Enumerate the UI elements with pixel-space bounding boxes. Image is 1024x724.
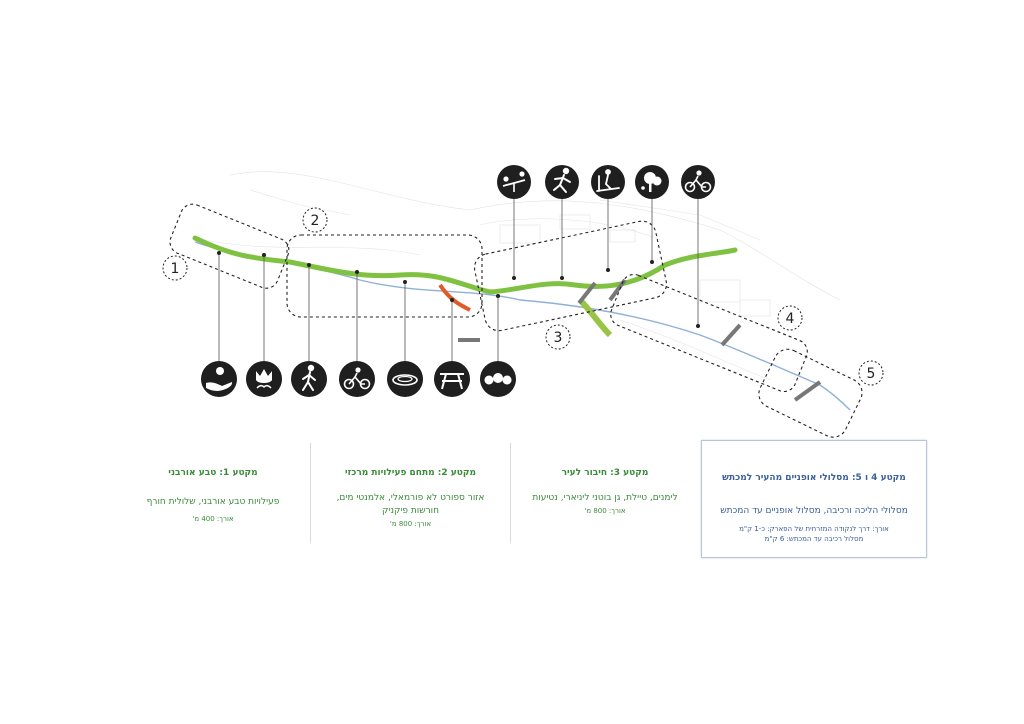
green-park-patch: [577, 297, 613, 338]
segment-1-boundary: [169, 203, 290, 289]
playground-icon: [497, 165, 531, 199]
segment-4-5-length-2: מסלול רכיבה עד המכתש: 6 ק"מ: [764, 535, 864, 543]
segment-2-panel: מקטע 2: מתחם פעילויות מרכזי אזור ספורט ל…: [311, 442, 510, 544]
segment-1-title: מקטע 1: טבע אורבני: [168, 468, 258, 478]
tree-icon: [635, 165, 669, 199]
segment-4-5-description: מסלולי הליכה ורכיבה, מסלול אופניים עד המ…: [720, 506, 908, 516]
segment-2-title: מקטע 2: מתחם פעילויות מרכזי: [344, 468, 477, 478]
segment-label-4-circle: [777, 305, 803, 331]
segment-3-length: אורך: 800 מ': [584, 507, 626, 515]
segment-label-2: 2: [311, 213, 320, 229]
park-plan-map: 1 2 3 4 5: [162, 165, 884, 438]
segment-1-panel: מקטע 1: טבע אורבני פעילויות טבע אורבני, …: [116, 442, 310, 544]
nature-hand-icon: [201, 361, 237, 397]
segment-5-boundary: [758, 348, 863, 438]
road-crossings: [458, 278, 822, 402]
segment-1-description: פעילויות טבע אורבני, שלולית חורף: [146, 497, 280, 507]
segment-label-1: 1: [171, 261, 180, 277]
segment-2-length: אורך: 800 מ': [389, 520, 432, 528]
running-icon: [545, 165, 579, 199]
panel-separator: [310, 443, 311, 543]
segment-2-description: אזור ספורט לא פורמאלי, אלמנטי מים, חורשו…: [336, 493, 485, 516]
panel-separator: [510, 443, 511, 543]
bicycle-icon: [339, 361, 375, 397]
bicycle-icon: [681, 165, 715, 199]
segment-4-5-length-1: אורך: דרך לנקודה המזרחית של הפארק: כ-1 ק…: [739, 525, 889, 533]
connector-dots: [217, 251, 700, 328]
water-icon: [387, 361, 423, 397]
segment-1-length: אורך: 400 מ': [192, 515, 234, 523]
segment-label-2-circle: [302, 207, 328, 233]
segment-4-5-panel: מקטע 4 ו 5: מסלולי אופניים מהעיר למכתש מ…: [701, 440, 927, 558]
segment-label-5-circle: [858, 360, 884, 386]
green-park-path: [192, 235, 738, 295]
segment-labels: 1 2 3 4 5: [162, 207, 884, 386]
segment-2-boundary: [286, 234, 483, 318]
treadmill-icon: [591, 165, 625, 199]
walking-icon: [291, 361, 327, 397]
segment-3-title: מקטע 3: חיבור לעיר: [561, 468, 649, 478]
segment-label-5: 5: [867, 366, 876, 382]
shrubs-icon: [480, 361, 516, 397]
segment-boundaries: [169, 203, 863, 438]
segment-label-1-circle: [162, 255, 188, 281]
segment-label-4: 4: [786, 311, 795, 327]
segment-3-description: לימנים, טיילת, גן בוטני ליניארי, נטיעות: [532, 493, 678, 503]
green-park-patches: [438, 283, 471, 312]
picnic-table-icon: [434, 361, 470, 397]
segment-label-3: 3: [554, 330, 563, 346]
segment-4-boundary: [610, 273, 808, 393]
segment-3-panel: מקטע 3: חיבור לעיר לימנים, טיילת, גן בוט…: [511, 442, 699, 544]
segment-label-3-circle: [545, 324, 571, 350]
icon-connectors: [218, 196, 699, 362]
segment-4-5-title: מקטע 4 ו 5: מסלולי אופניים מהעיר למכתש: [722, 473, 906, 483]
flower-icon: [246, 361, 282, 397]
city-background: [204, 171, 841, 381]
